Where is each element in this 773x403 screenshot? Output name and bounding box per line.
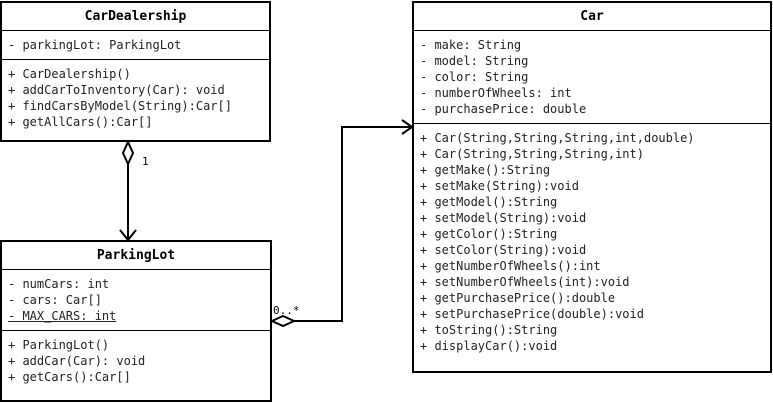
attributes-section: - make: String - model: String - color: … xyxy=(414,31,770,124)
method: + addCarToInventory(Car): void xyxy=(8,83,225,97)
class-box-parkinglot: ParkingLot - numCars: int - cars: Car[] … xyxy=(0,240,272,402)
methods-section: + Car(String,String,String,int,double) +… xyxy=(414,124,770,360)
attribute: - numberOfWheels: int xyxy=(420,86,572,100)
method: + displayCar():void xyxy=(420,339,558,353)
attribute: - cars: Car[] xyxy=(8,293,102,307)
attribute: - model: String xyxy=(420,54,529,68)
methods-section: + ParkingLot() + addCar(Car): void + get… xyxy=(2,331,270,391)
class-box-car: Car - make: String - model: String - col… xyxy=(412,1,772,373)
method: + setMake(String):void xyxy=(420,179,579,193)
static-attribute: - MAX_CARS: int xyxy=(8,309,117,323)
aggregation-diamond-dealership xyxy=(121,139,135,167)
method: + addCar(Car): void xyxy=(8,354,146,368)
method: + getModel():String xyxy=(420,195,558,209)
method: + setModel(String):void xyxy=(420,211,587,225)
method: + ParkingLot() xyxy=(8,338,110,352)
aggregation-diamond-lot xyxy=(269,314,297,328)
method: + getPurchasePrice():double xyxy=(420,291,616,305)
method: + setPurchasePrice(double):void xyxy=(420,307,644,321)
method: + Car(String,String,String,int,double) xyxy=(420,131,695,145)
method: + CarDealership() xyxy=(8,67,131,81)
attributes-section: - numCars: int - cars: Car[] - MAX_CARS:… xyxy=(2,270,270,331)
attribute: - purchasePrice: double xyxy=(420,102,587,116)
method: + findCarsByModel(String):Car[] xyxy=(8,99,232,113)
method: + setNumberOfWheels(int):void xyxy=(420,275,630,289)
class-name: CarDealership xyxy=(2,3,269,31)
method: + getMake():String xyxy=(420,163,551,177)
method: + getColor():String xyxy=(420,227,558,241)
method: + getNumberOfWheels():int xyxy=(420,259,601,273)
attribute: - numCars: int xyxy=(8,277,110,291)
method: + setColor(String):void xyxy=(420,243,587,257)
method: + toString():String xyxy=(420,323,558,337)
attribute: - make: String xyxy=(420,38,522,52)
attribute: - color: String xyxy=(420,70,529,84)
method: + getCars():Car[] xyxy=(8,370,131,384)
methods-section: + CarDealership() + addCarToInventory(Ca… xyxy=(2,60,269,136)
association-line-lot-car xyxy=(294,126,412,322)
multiplicity-label-one: 1 xyxy=(142,155,149,168)
multiplicity-label-many: 0..* xyxy=(273,304,300,317)
attributes-section: - parkingLot: ParkingLot xyxy=(2,31,269,60)
attribute: - parkingLot: ParkingLot xyxy=(8,38,182,52)
method: + Car(String,String,String,int) xyxy=(420,147,644,161)
method: + getAllCars():Car[] xyxy=(8,115,153,129)
class-box-cardealership: CarDealership - parkingLot: ParkingLot +… xyxy=(0,1,271,142)
class-name: ParkingLot xyxy=(2,242,270,270)
class-name: Car xyxy=(414,3,770,31)
